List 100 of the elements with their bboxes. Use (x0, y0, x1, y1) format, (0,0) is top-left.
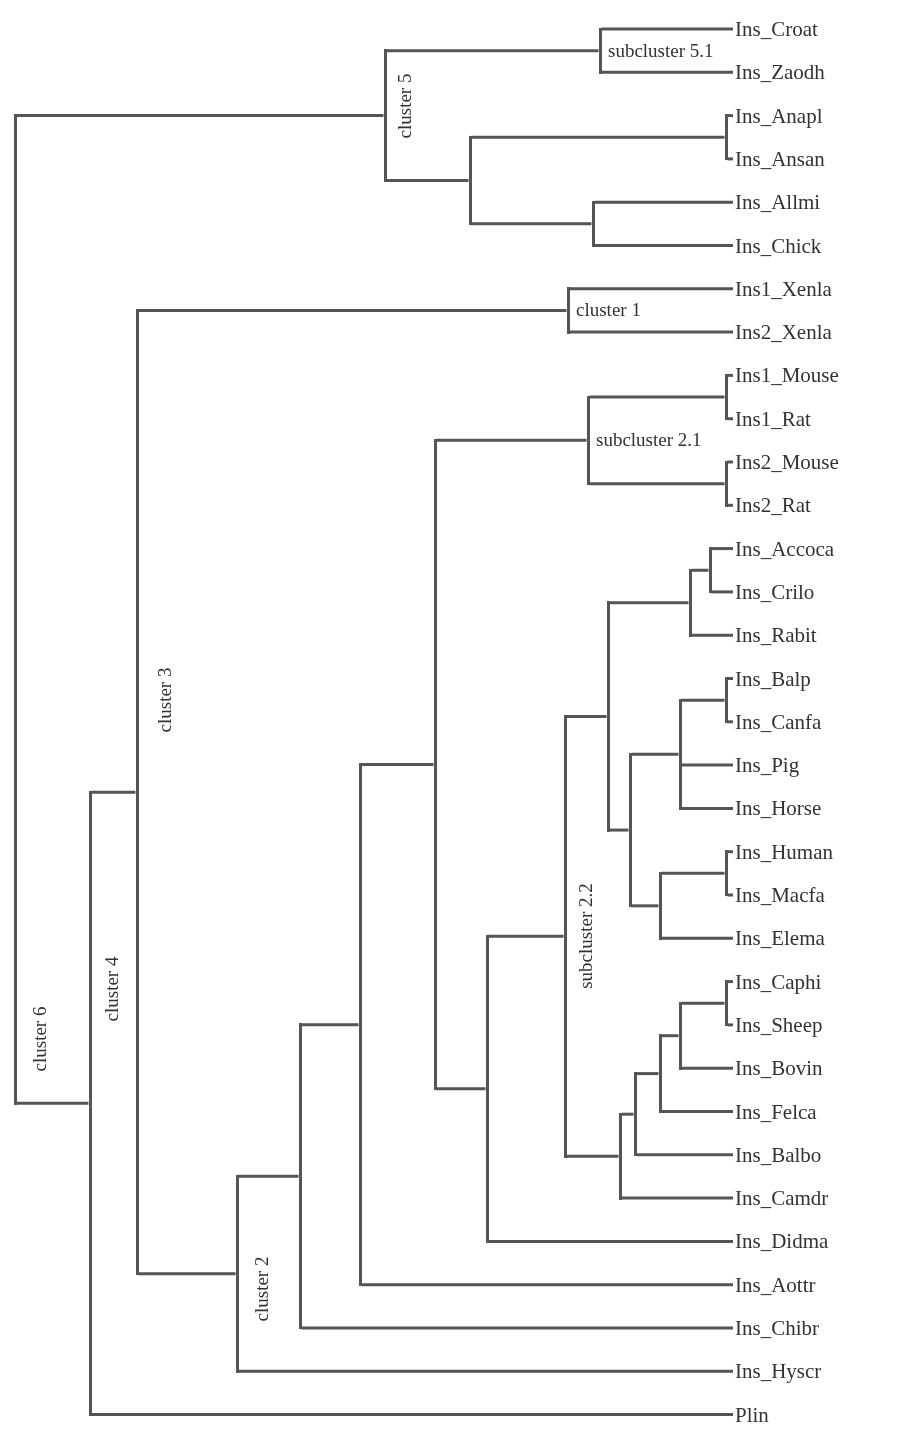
branch-bar (598, 27, 602, 74)
branch-line (566, 714, 607, 718)
branch-line (636, 1153, 733, 1157)
branch-line (566, 1154, 619, 1158)
branch-bar (383, 49, 387, 183)
branch-bar (724, 850, 728, 897)
branch-line (488, 934, 564, 938)
branch-line (691, 633, 733, 637)
branch-line (661, 871, 725, 875)
branch-line (16, 114, 384, 118)
leaf-label: Ins_Crilo (735, 579, 815, 604)
branch-bar (633, 1072, 637, 1157)
branch-line (238, 1174, 299, 1178)
branch-line (436, 438, 587, 442)
branch-bar (724, 980, 728, 1027)
leaf-label: Ins1_Rat (735, 406, 811, 431)
leaf-label: Ins_Hyscr (735, 1359, 822, 1384)
leaf-label: Ins_Ansan (735, 146, 825, 171)
leaf-label: Ins_Macfa (735, 883, 825, 907)
branch-bar (235, 1174, 239, 1373)
leaf-label: Ins_Horse (735, 796, 822, 821)
branch-line (488, 1239, 733, 1243)
branch-line (631, 904, 659, 908)
branch-line (681, 1066, 733, 1070)
branch-line (138, 1272, 236, 1276)
branch-line (16, 1101, 89, 1105)
branch-line (594, 200, 733, 204)
leaf-label: Ins_Felca (735, 1099, 817, 1124)
branch-line (589, 395, 725, 399)
branch-line (301, 1326, 733, 1330)
branch-line (711, 590, 733, 594)
leaf-label: Plin (735, 1402, 769, 1427)
leaf-label: Ins_Zaodh (735, 60, 825, 85)
branch-line (471, 135, 725, 139)
leaf-label: Ins1_Xenla (735, 276, 832, 301)
branch-line (609, 601, 689, 605)
branch-line (681, 1001, 725, 1005)
branch-bar (358, 763, 362, 1287)
branch-line (681, 698, 725, 702)
branch-line (91, 790, 136, 794)
leaf-label: Ins_Balbo (735, 1142, 822, 1167)
branch-bar (563, 714, 567, 1158)
branch-bar (724, 677, 728, 724)
branch-line (301, 1023, 359, 1027)
leaf-label: Ins_Croat (735, 17, 818, 41)
leaf-label: Ins_Human (735, 839, 833, 864)
leaf-label: Ins_Caphi (735, 969, 822, 994)
branch-bar (658, 1034, 662, 1113)
leaf-label: Ins_Camdr (735, 1186, 829, 1211)
branch-line (386, 49, 599, 53)
branch-bar (658, 871, 662, 940)
leaf-label: Ins_Elema (735, 926, 825, 951)
branch-bar (724, 373, 728, 421)
branch-line (594, 244, 733, 247)
leaf-label: Ins_Aottr (735, 1272, 816, 1297)
branch-line (361, 763, 434, 767)
leaf-label: Ins_Rabit (735, 623, 817, 648)
branch-bar (618, 1112, 622, 1200)
branch-line (711, 547, 733, 551)
branch-line (386, 179, 469, 183)
leaf-label: Ins_Accoca (735, 536, 835, 561)
branch-bar (628, 752, 632, 908)
branch-bar (586, 395, 590, 486)
branch-bar (678, 698, 682, 810)
leaf-label: Ins_Chibr (735, 1316, 819, 1340)
branch-line (691, 568, 709, 572)
branch-bar (708, 547, 712, 594)
branch-bar (88, 790, 92, 1417)
branch-bar (724, 114, 728, 161)
branch-line (91, 1413, 733, 1417)
branch-line (138, 308, 567, 312)
branch-bar (724, 460, 728, 507)
branch-bar (566, 287, 570, 334)
branch-line (621, 1196, 733, 1200)
branch-line (238, 1369, 733, 1373)
leaf-label: Ins2_Xenla (735, 320, 832, 345)
branch-line (609, 828, 629, 832)
branch-line (569, 330, 733, 334)
leaf-label: Ins_Pig (735, 753, 800, 778)
branch-line (471, 222, 592, 226)
leaf-label: Ins2_Mouse (735, 450, 839, 474)
branch-line (621, 1112, 634, 1116)
branch-line (681, 806, 733, 810)
branch-bar (468, 135, 472, 226)
branch-line (601, 27, 733, 31)
branch-line (589, 482, 725, 486)
branch-bar (688, 568, 692, 637)
leaf-label: Ins_Canfa (735, 709, 822, 734)
leaf-label: Ins_Chick (735, 233, 822, 258)
leaf-label: Ins1_Mouse (735, 363, 839, 388)
branch-bar (591, 200, 595, 247)
branch-bar (298, 1023, 302, 1330)
leaf-label: Ins2_Rat (735, 493, 811, 518)
branch-bar (678, 1001, 682, 1070)
branch-line (601, 70, 733, 74)
branch-line (569, 287, 733, 291)
leaf-label: Ins_Bovin (735, 1056, 823, 1081)
branch-line (661, 1110, 733, 1113)
branch-bar (13, 114, 17, 1105)
leaf-label: Ins_Didma (735, 1229, 829, 1254)
